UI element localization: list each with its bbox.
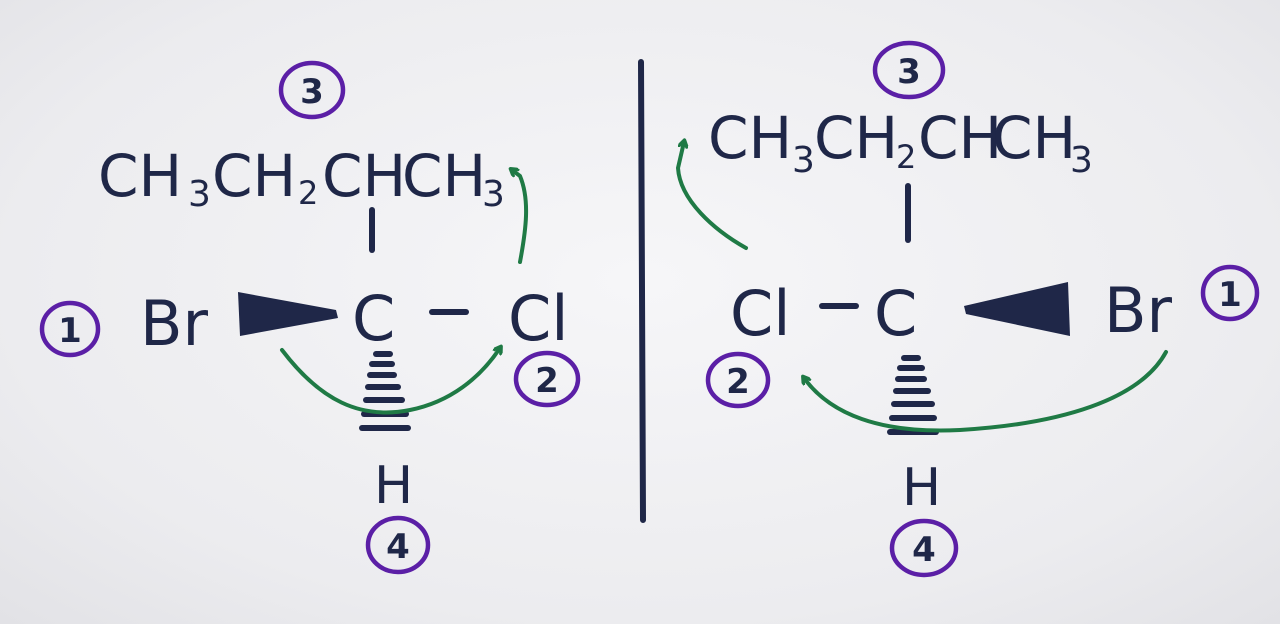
right-priority-2: 2	[705, 351, 771, 409]
left-priority-2-label: 2	[535, 361, 559, 401]
right-chain-sub3-b: 3	[1070, 140, 1093, 181]
left-hash-bond	[359, 351, 411, 431]
left-priority-3-label: 3	[300, 72, 324, 112]
left-arrow-2-to-3	[512, 170, 529, 264]
left-chain-ch3-a: CH	[98, 142, 182, 210]
left-chain-sub3-a: 3	[188, 174, 211, 215]
right-priority-1: 1	[1200, 264, 1260, 322]
left-center-c: C	[352, 282, 395, 355]
left-priority-1-label: 1	[58, 311, 82, 351]
left-br-label: Br	[140, 287, 209, 360]
right-priority-3-label: 3	[897, 52, 921, 92]
mirror-line	[638, 59, 646, 523]
right-chain-ch3-b: CH	[992, 104, 1076, 172]
right-center-c: C	[874, 277, 917, 350]
right-cl-label: Cl	[730, 277, 791, 350]
left-molecule: CH 3 CH 2 CH CH 3 Br C Cl H	[39, 60, 581, 575]
right-priority-3: 3	[872, 40, 946, 100]
right-chain-ch: CH	[918, 104, 1002, 172]
left-chain-sub2: 2	[298, 174, 318, 212]
right-arrow-2-to-3	[676, 142, 748, 250]
left-h-label: H	[374, 456, 413, 516]
right-chain-sub3-a: 3	[792, 140, 815, 181]
left-chain-ch2: CH	[212, 142, 296, 210]
right-priority-4-label: 4	[912, 530, 936, 570]
left-chain-sub3-b: 3	[482, 174, 505, 215]
left-priority-2: 2	[513, 350, 581, 408]
right-priority-4: 4	[889, 518, 959, 578]
left-arrow-1-to-2	[280, 348, 500, 415]
left-cl-label: Cl	[508, 282, 569, 355]
left-priority-3: 3	[278, 60, 346, 120]
left-chain-ch: CH	[322, 142, 406, 210]
left-chain-ch3-b: CH	[402, 142, 486, 210]
right-molecule: CH 3 CH 2 CH CH 3 Cl C Br H	[676, 40, 1260, 578]
right-hash-bond	[887, 355, 939, 435]
right-br-label: Br	[1104, 274, 1173, 347]
left-priority-1: 1	[39, 300, 101, 358]
left-wedge-bond	[238, 292, 338, 336]
left-priority-4-label: 4	[386, 527, 410, 567]
right-chain-ch2: CH	[814, 104, 898, 172]
right-chain-ch3-a: CH	[708, 104, 792, 172]
right-priority-1-label: 1	[1218, 275, 1242, 315]
right-chain-sub2: 2	[896, 138, 916, 176]
right-h-label: H	[902, 458, 941, 518]
right-wedge-bond	[964, 282, 1070, 336]
right-arrow-1-to-2	[804, 350, 1168, 433]
right-priority-2-label: 2	[726, 362, 750, 402]
left-priority-4: 4	[365, 515, 431, 575]
